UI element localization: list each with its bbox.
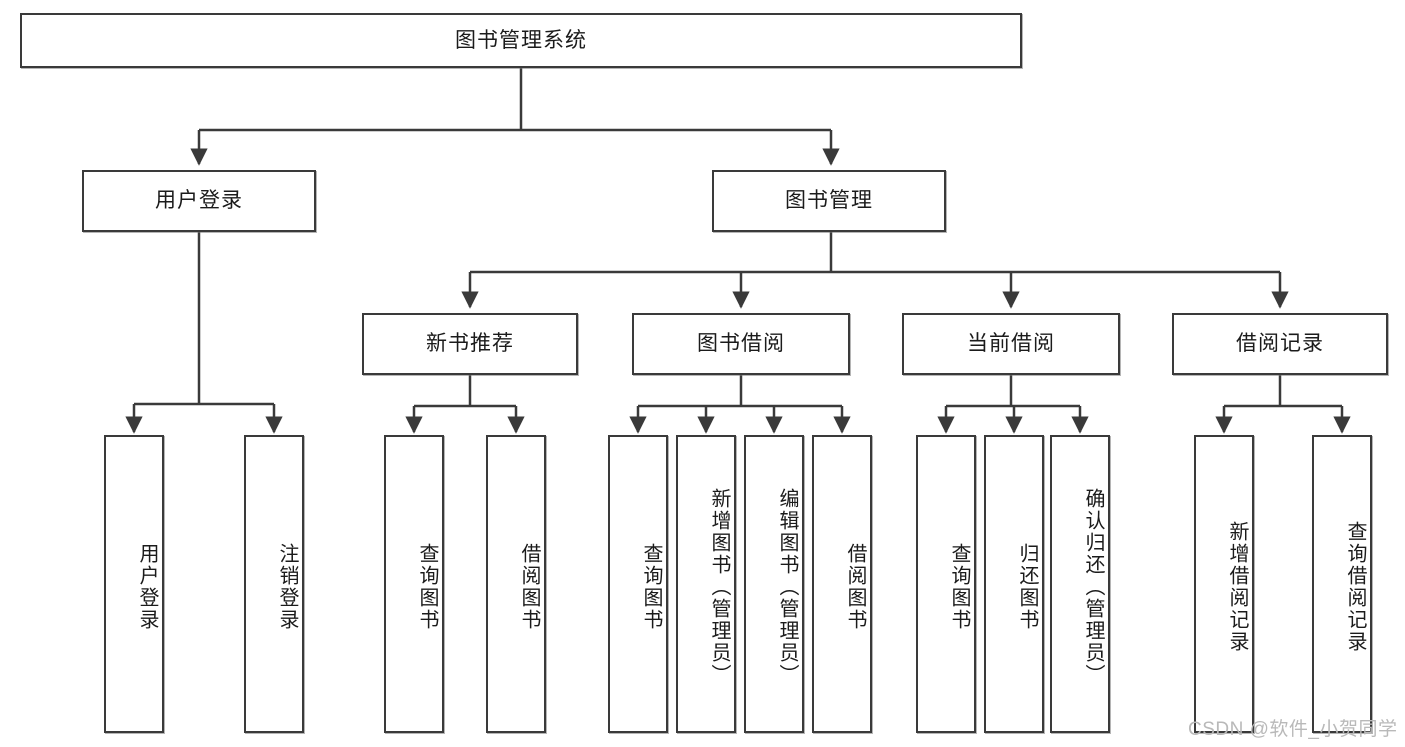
leaf-label: 用户登录 [136,543,158,631]
node-book-borrow-label: 图书借阅 [697,332,785,356]
leaf-label: 查询图书 [416,543,438,631]
leaf-label: 确认归还（管理员） [1082,488,1104,686]
node-new-book-recommend[interactable]: 新书推荐 [362,313,578,375]
leaf-book-borrow-add[interactable]: 新增图书（管理员） [676,435,736,733]
leaf-book-borrow-edit[interactable]: 编辑图书（管理员） [744,435,804,733]
leaf-label: 新增图书（管理员） [708,488,730,686]
leaf-new-book-borrow[interactable]: 借阅图书 [486,435,546,733]
leaf-label: 查询图书 [640,543,662,631]
leaf-user-login-signout[interactable]: 注销登录 [244,435,304,733]
leaf-borrow-record-query[interactable]: 查询借阅记录 [1312,435,1372,733]
node-book-management-label: 图书管理 [785,189,873,213]
node-book-borrow[interactable]: 图书借阅 [632,313,850,375]
node-user-login-label: 用户登录 [155,189,243,213]
leaf-book-borrow-borrow[interactable]: 借阅图书 [812,435,872,733]
leaf-label: 归还图书 [1016,543,1038,631]
node-borrow-record-label: 借阅记录 [1236,332,1324,356]
leaf-label: 借阅图书 [844,543,866,631]
node-new-book-recommend-label: 新书推荐 [426,332,514,356]
node-borrow-record[interactable]: 借阅记录 [1172,313,1388,375]
leaf-new-book-query[interactable]: 查询图书 [384,435,444,733]
node-book-management[interactable]: 图书管理 [712,170,946,232]
node-current-borrow[interactable]: 当前借阅 [902,313,1120,375]
node-root[interactable]: 图书管理系统 [20,13,1022,68]
node-root-label: 图书管理系统 [455,28,587,52]
leaf-label: 查询借阅记录 [1344,521,1366,653]
leaf-label: 注销登录 [276,543,298,631]
watermark: CSDN @软件_小贺同学 [1188,719,1398,740]
leaf-current-borrow-return[interactable]: 归还图书 [984,435,1044,733]
leaf-current-borrow-query[interactable]: 查询图书 [916,435,976,733]
leaf-label: 借阅图书 [518,543,540,631]
leaf-current-borrow-confirm[interactable]: 确认归还（管理员） [1050,435,1110,733]
leaf-label: 查询图书 [948,543,970,631]
leaf-user-login-signin[interactable]: 用户登录 [104,435,164,733]
leaf-label: 编辑图书（管理员） [776,488,798,686]
node-current-borrow-label: 当前借阅 [967,332,1055,356]
leaf-borrow-record-add[interactable]: 新增借阅记录 [1194,435,1254,733]
node-user-login[interactable]: 用户登录 [82,170,316,232]
leaf-book-borrow-query[interactable]: 查询图书 [608,435,668,733]
leaf-label: 新增借阅记录 [1226,521,1248,653]
